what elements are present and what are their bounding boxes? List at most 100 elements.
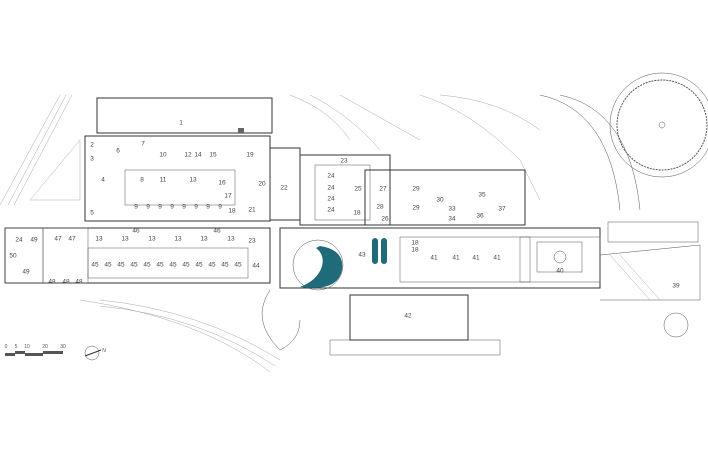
room-label: 24 bbox=[15, 237, 23, 244]
room-label: 35 bbox=[478, 192, 486, 199]
room-label: 45 bbox=[104, 262, 112, 269]
room-label: 45 bbox=[195, 262, 203, 269]
room-label: 26 bbox=[381, 216, 389, 223]
building-walls bbox=[4, 97, 699, 341]
scale-tick: 30 bbox=[60, 344, 66, 350]
room-label: 17 bbox=[224, 193, 232, 200]
room-label: 18 bbox=[411, 247, 419, 254]
room-label: 24 bbox=[327, 207, 335, 214]
room-label: 45 bbox=[91, 262, 99, 269]
room-label: 13 bbox=[189, 177, 197, 184]
stadium bbox=[609, 72, 708, 338]
room-label: 48 bbox=[62, 279, 70, 286]
room-label: 9 bbox=[146, 204, 150, 211]
room-label: 45 bbox=[117, 262, 125, 269]
room-label: 45 bbox=[130, 262, 138, 269]
scale-tick: 20 bbox=[42, 344, 48, 350]
room-label: 47 bbox=[68, 236, 76, 243]
room-label: 21 bbox=[248, 207, 256, 214]
room-label: 48 bbox=[48, 279, 56, 286]
room-label: 41 bbox=[452, 255, 460, 262]
room-label: 50 bbox=[9, 253, 17, 260]
room-label: 9 bbox=[182, 204, 186, 211]
room-label: 9 bbox=[170, 204, 174, 211]
room-label: 22 bbox=[280, 185, 288, 192]
room-label: 10 bbox=[159, 152, 167, 159]
scale-tick: 5 bbox=[15, 344, 18, 350]
room-label: 13 bbox=[148, 236, 156, 243]
room-label: 39 bbox=[672, 283, 680, 290]
room-label: 37 bbox=[498, 206, 506, 213]
room-label: 2 bbox=[90, 142, 94, 149]
room-label: 14 bbox=[194, 152, 202, 159]
room-label: 46 bbox=[213, 228, 221, 235]
room-label: 13 bbox=[200, 236, 208, 243]
room-label: 13 bbox=[121, 236, 129, 243]
room-label: 19 bbox=[246, 152, 254, 159]
room-label: 6 bbox=[116, 148, 120, 155]
room-label: 43 bbox=[358, 252, 366, 259]
room-label: 24 bbox=[327, 196, 335, 203]
room-label: 46 bbox=[132, 228, 140, 235]
room-label: 29 bbox=[412, 186, 420, 193]
room-label: 18 bbox=[228, 208, 236, 215]
room-label: 23 bbox=[340, 158, 348, 165]
scale-tick: 0 bbox=[5, 344, 8, 350]
room-label: 5 bbox=[90, 210, 94, 217]
room-label: 13 bbox=[95, 236, 103, 243]
room-label: 18 bbox=[353, 210, 361, 217]
landscape bbox=[0, 94, 701, 373]
room-label: 7 bbox=[141, 141, 145, 148]
north-label: N bbox=[102, 348, 106, 354]
room-label: 3 bbox=[90, 156, 94, 163]
room-label: 42 bbox=[404, 313, 412, 320]
north-arrow-icon: N bbox=[84, 345, 106, 361]
room-label: 9 bbox=[206, 204, 210, 211]
room-label: 23 bbox=[248, 238, 256, 245]
room-label: 45 bbox=[156, 262, 164, 269]
room-label: 27 bbox=[379, 186, 387, 193]
room-label: 18 bbox=[411, 240, 419, 247]
room-label: 4 bbox=[101, 177, 105, 184]
pool bbox=[292, 238, 387, 291]
room-label: 28 bbox=[376, 204, 384, 211]
room-label: 8 bbox=[140, 177, 144, 184]
room-label: 16 bbox=[218, 180, 226, 187]
room-label: 33 bbox=[448, 206, 456, 213]
room-label: 13 bbox=[227, 236, 235, 243]
room-label: 45 bbox=[169, 262, 177, 269]
room-label: 20 bbox=[258, 181, 266, 188]
room-label: 1 bbox=[179, 120, 183, 127]
room-label: 24 bbox=[327, 185, 335, 192]
room-label: 24 bbox=[327, 173, 335, 180]
room-label: 11 bbox=[160, 177, 167, 184]
scale-bar: 0 5 10 20 30 bbox=[5, 344, 66, 356]
room-label: 29 bbox=[412, 205, 420, 212]
room-label: 48 bbox=[75, 279, 83, 286]
room-label: 9 bbox=[158, 204, 162, 211]
scale-tick: 10 bbox=[24, 344, 30, 350]
room-label: 13 bbox=[174, 236, 182, 243]
room-label: 45 bbox=[208, 262, 216, 269]
room-label: 30 bbox=[436, 197, 444, 204]
room-label: 41 bbox=[493, 255, 501, 262]
room-label: 12 bbox=[184, 152, 192, 159]
room-label: 9 bbox=[194, 204, 198, 211]
room-label: 9 bbox=[218, 204, 222, 211]
room-label: 41 bbox=[430, 255, 438, 262]
room-label: 34 bbox=[448, 216, 456, 223]
room-label: 45 bbox=[182, 262, 190, 269]
room-label: 49 bbox=[22, 269, 30, 276]
room-label: 41 bbox=[472, 255, 480, 262]
room-label: 15 bbox=[209, 152, 217, 159]
room-label: 36 bbox=[476, 213, 484, 220]
room-label: 45 bbox=[143, 262, 151, 269]
room-label: 9 bbox=[134, 204, 138, 211]
room-label: 45 bbox=[234, 262, 242, 269]
room-label: 45 bbox=[221, 262, 229, 269]
room-label: 40 bbox=[556, 268, 564, 275]
room-label: 44 bbox=[252, 263, 260, 270]
room-label: 47 bbox=[54, 236, 62, 243]
